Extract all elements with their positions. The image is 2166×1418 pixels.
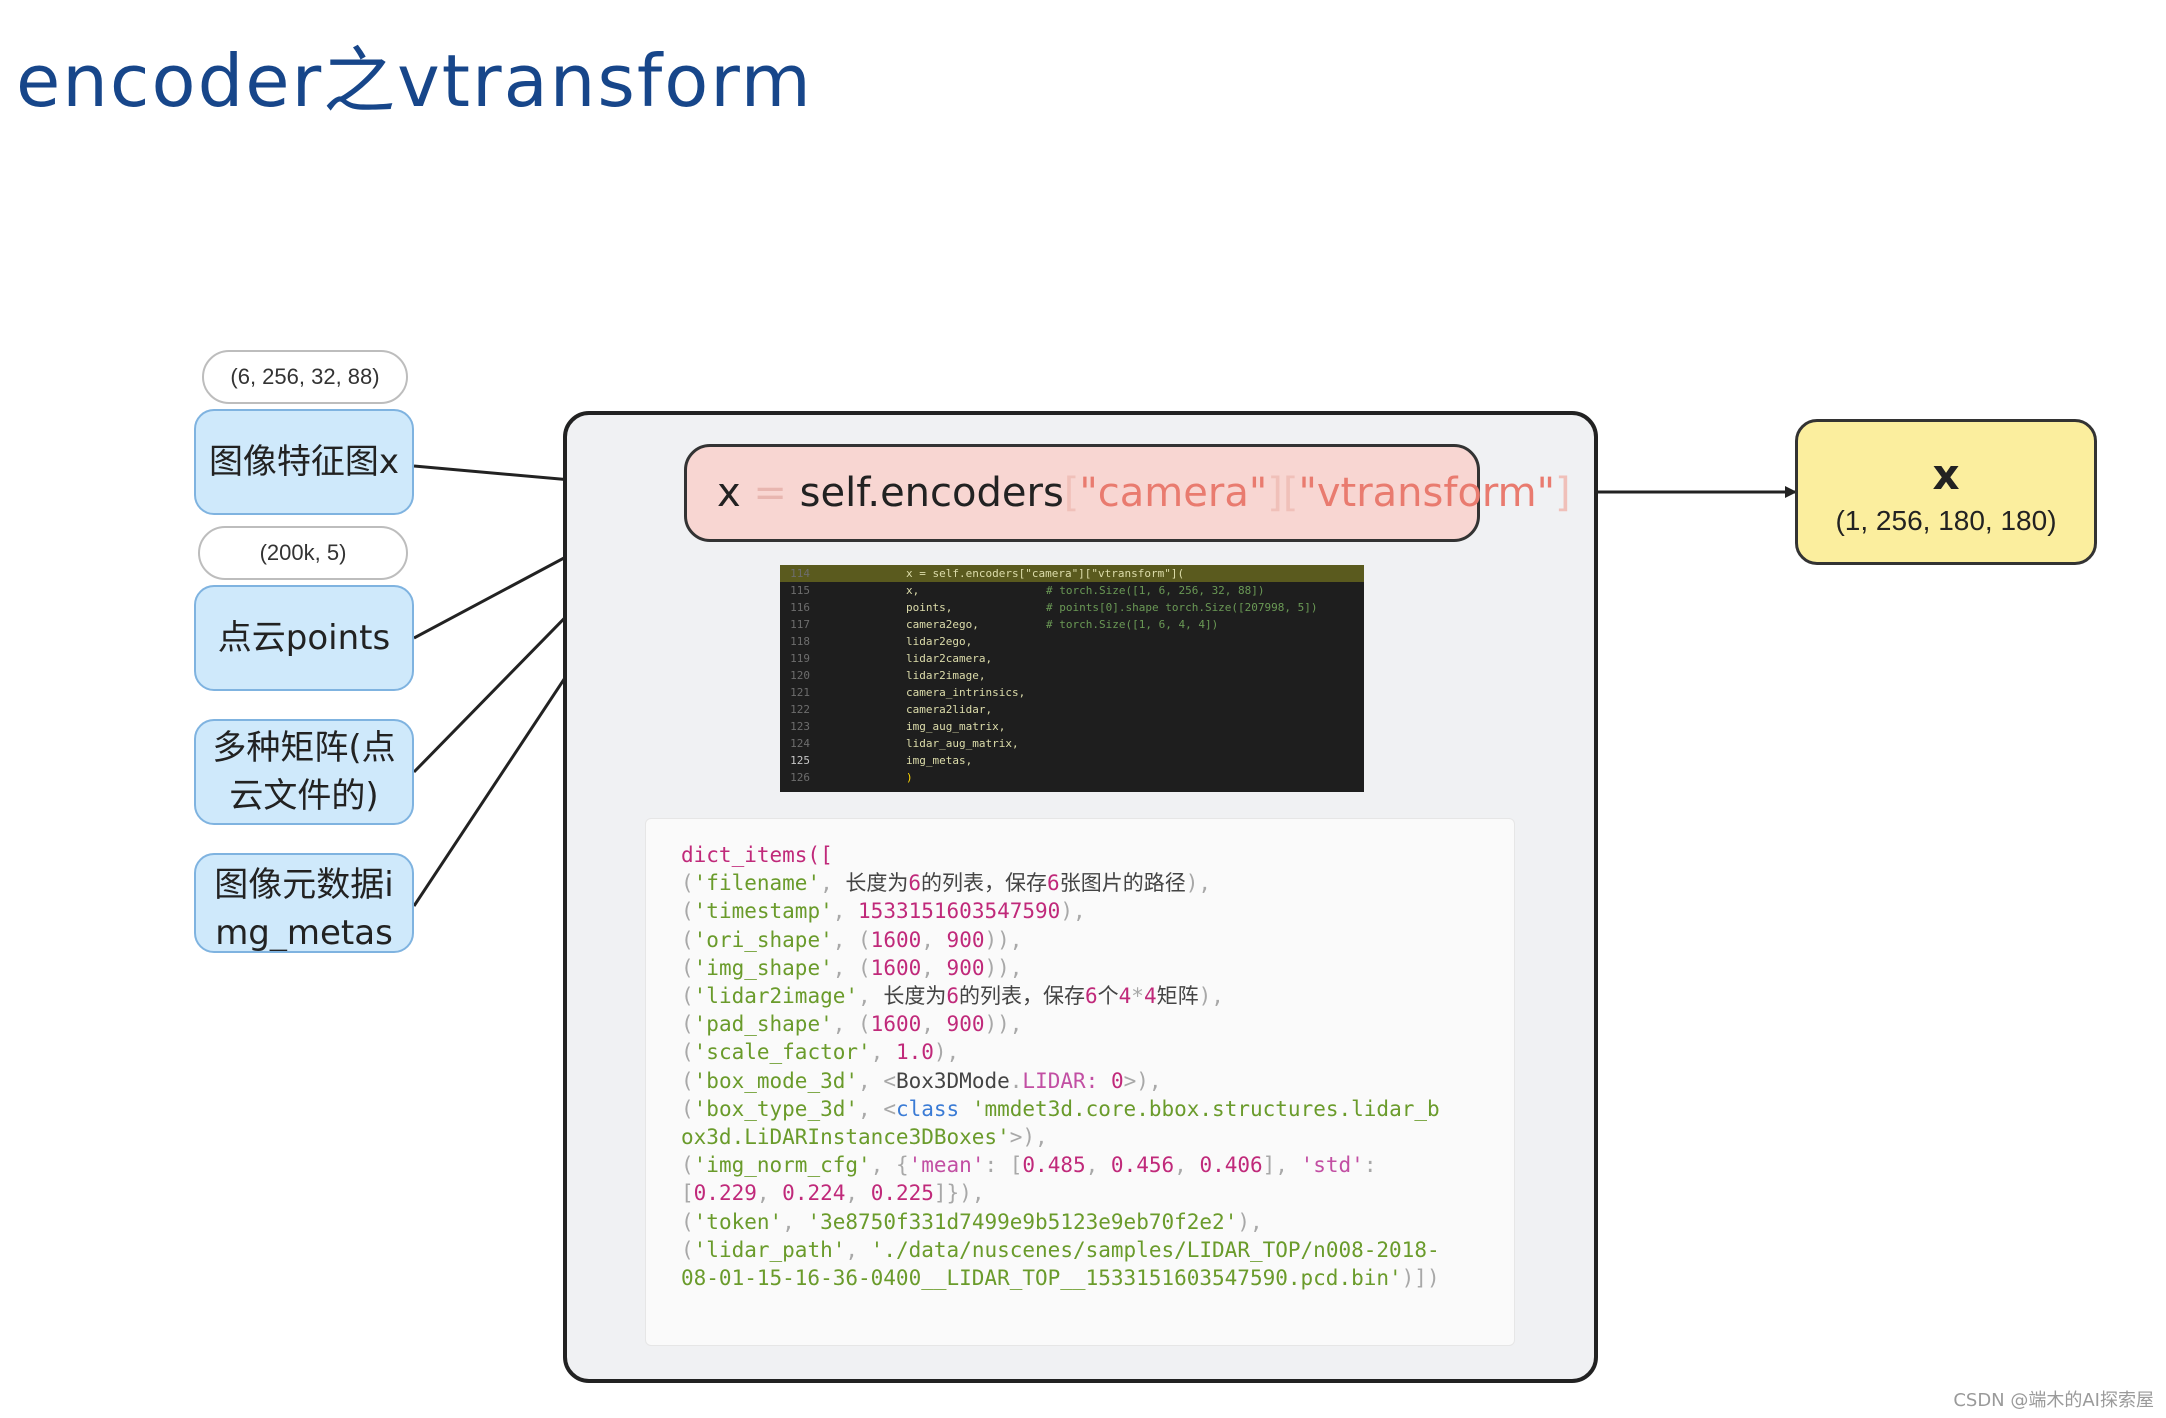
output-node: x (1, 256, 180, 180) [1795, 419, 2097, 565]
input-image-features: 图像特征图x [194, 409, 414, 515]
input-img-metas: 图像元数据img_metas [194, 853, 414, 953]
input-shape-label: (6, 256, 32, 88) [202, 350, 408, 404]
call-fn: self.encoders [799, 470, 1064, 516]
img-metas-dict-panel: dict_items([ ('filename', 长度为6的列表，保存6张图片… [645, 818, 1515, 1346]
vtransform-call: x = self.encoders["camera"]["vtransform"… [684, 444, 1571, 542]
call-var: x [717, 470, 741, 516]
page-title: encoder之vtransform [16, 39, 813, 123]
watermark: CSDN @端木的AI探索屋 [1953, 1390, 2154, 1411]
input-points: 点云points [194, 585, 414, 691]
call-equals: = [740, 470, 800, 516]
call-key-camera: "camera" [1079, 470, 1268, 516]
input-matrices: 多种矩阵(点云文件的) [194, 719, 414, 825]
output-shape: (1, 256, 180, 180) [1835, 505, 2057, 536]
output-name: x [1932, 450, 1960, 499]
call-key-vtransform: "vtransform" [1298, 470, 1556, 516]
input-shape-label: (200k, 5) [198, 526, 408, 580]
code-line: 126) [790, 771, 913, 784]
